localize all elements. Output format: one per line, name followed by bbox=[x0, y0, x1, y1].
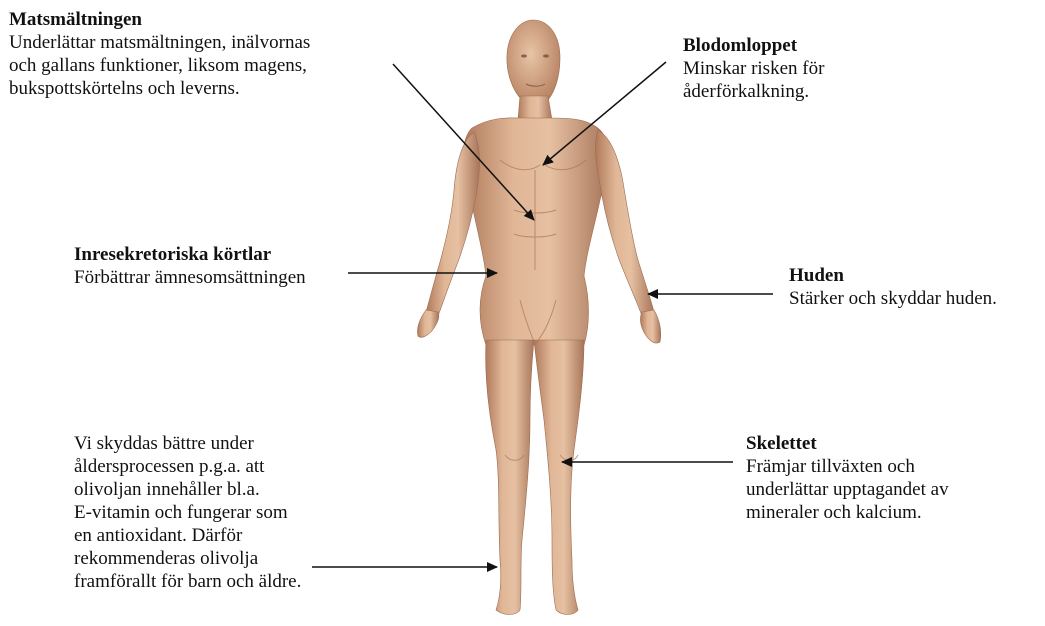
label-skeleton-line: underlättar upptagandet av bbox=[746, 478, 949, 501]
label-skeleton-line: mineraler och kalcium. bbox=[746, 501, 949, 524]
label-skeleton: Skelettet Främjar tillväxten och underlä… bbox=[746, 432, 949, 524]
figure-hand-right bbox=[641, 310, 661, 343]
label-glands: Inresekretoriska körtlar Förbättrar ämne… bbox=[74, 243, 306, 289]
label-skin: Huden Stärker och skyddar huden. bbox=[789, 264, 997, 310]
figure-leg-right bbox=[534, 340, 584, 615]
label-skeleton-line: Främjar tillväxten och bbox=[746, 455, 949, 478]
label-aging: Vi skyddas bättre under åldersprocessen … bbox=[74, 432, 301, 593]
label-blood: Blodomloppet Minskar risken för åderförk… bbox=[683, 34, 824, 103]
label-aging-line: framförallt för barn och äldre. bbox=[74, 570, 301, 593]
figure-arm-right bbox=[595, 130, 654, 316]
label-digestion-line: Underlättar matsmältningen, inälvornas bbox=[9, 31, 310, 54]
label-glands-title: Inresekretoriska körtlar bbox=[74, 243, 306, 266]
figure-hand-left bbox=[417, 310, 438, 337]
label-digestion: Matsmältningen Underlättar matsmältninge… bbox=[9, 8, 310, 100]
label-glands-line: Förbättrar ämnesomsättningen bbox=[74, 266, 306, 289]
figure-head bbox=[507, 20, 560, 106]
label-skin-title: Huden bbox=[789, 264, 997, 287]
label-skin-line: Stärker och skyddar huden. bbox=[789, 287, 997, 310]
label-skeleton-title: Skelettet bbox=[746, 432, 949, 455]
label-digestion-title: Matsmältningen bbox=[9, 8, 310, 31]
label-aging-line: åldersprocessen p.g.a. att bbox=[74, 455, 301, 478]
label-blood-line: Minskar risken för bbox=[683, 57, 824, 80]
label-aging-line: en antioxidant. Därför bbox=[74, 524, 301, 547]
figure-torso bbox=[464, 118, 608, 345]
label-aging-line: olivoljan innehåller bl.a. bbox=[74, 478, 301, 501]
figure-leg-left bbox=[486, 340, 534, 615]
label-aging-line: Vi skyddas bättre under bbox=[74, 432, 301, 455]
label-blood-line: åderförkalkning. bbox=[683, 80, 824, 103]
label-blood-title: Blodomloppet bbox=[683, 34, 824, 57]
label-aging-line: rekommenderas olivolja bbox=[74, 547, 301, 570]
figure-arm-left bbox=[426, 132, 480, 316]
label-digestion-line: och gallans funktioner, liksom magens, bbox=[9, 54, 310, 77]
label-aging-line: E-vitamin och fungerar som bbox=[74, 501, 301, 524]
figure-neck bbox=[518, 96, 552, 120]
label-digestion-line: bukspottskörtelns och leverns. bbox=[9, 77, 310, 100]
